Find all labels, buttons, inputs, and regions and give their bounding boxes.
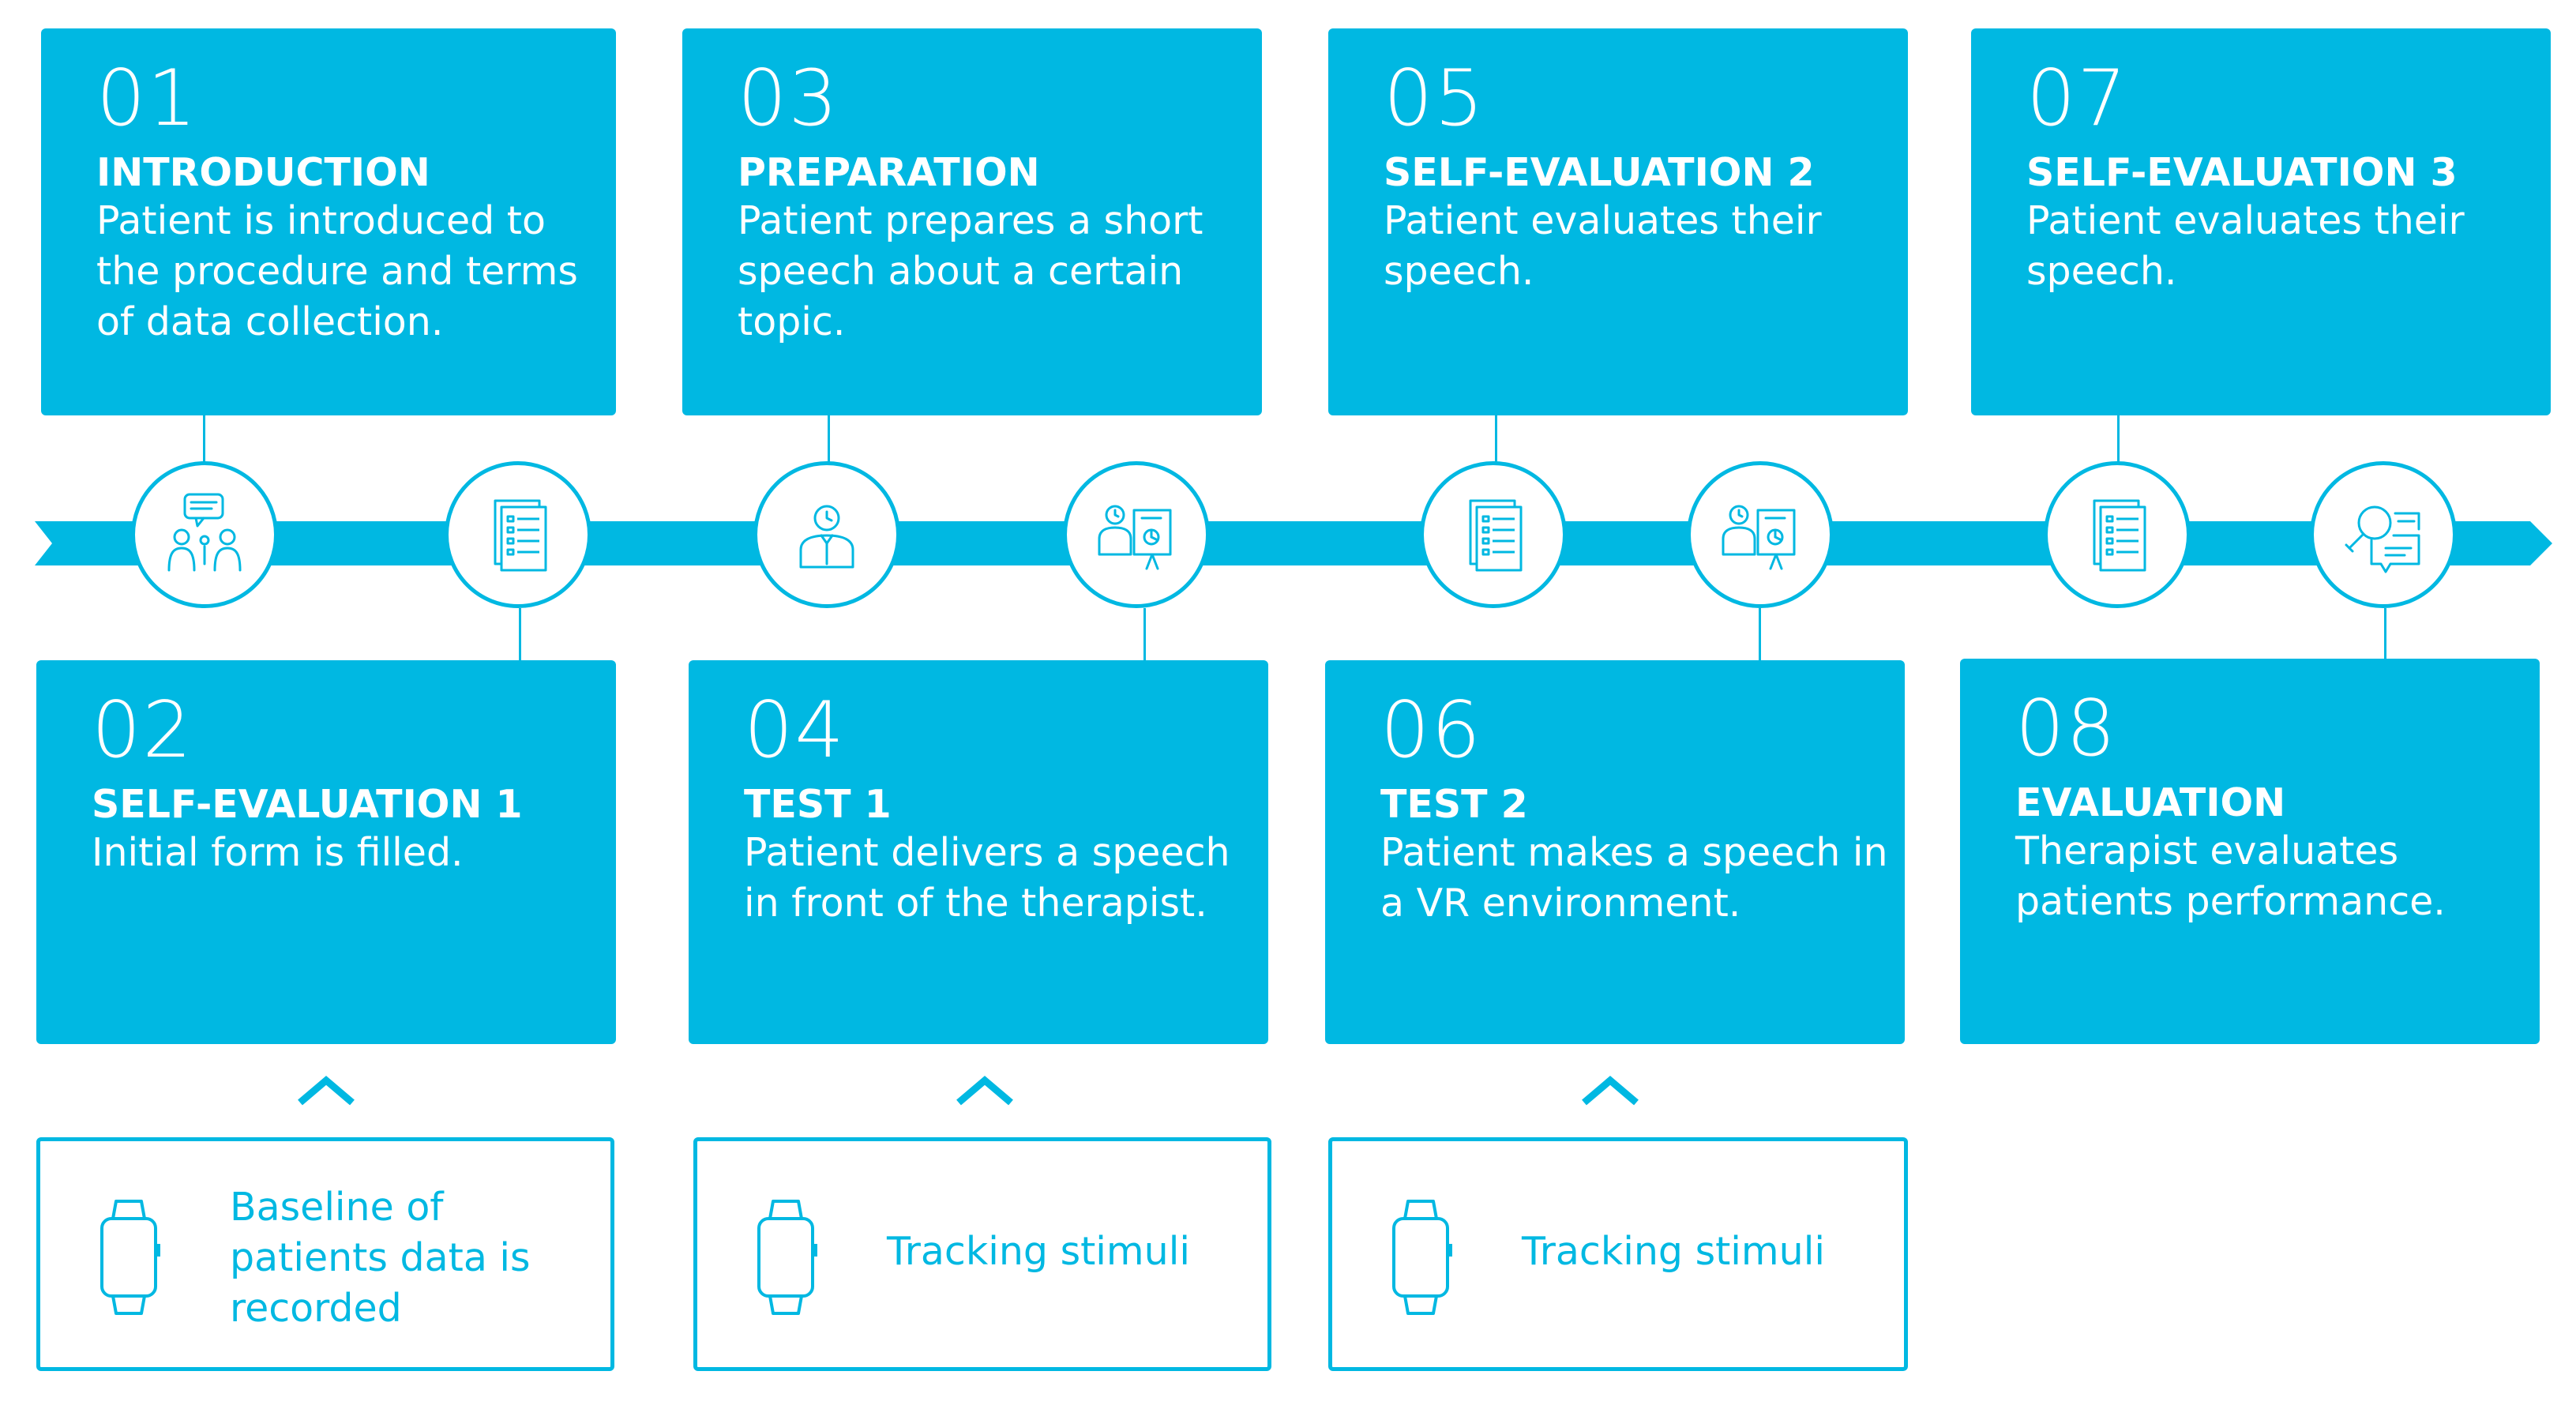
stimulus-text: Baseline of patients data is recorded xyxy=(230,1185,531,1331)
presentation-icon xyxy=(1687,461,1834,608)
connector-line xyxy=(2117,415,2120,464)
chevron-up-icon xyxy=(298,1076,355,1106)
stimulus-box-baseline: Baseline of patients data is recorded xyxy=(36,1137,614,1371)
step-title: SELF-EVALUATION 1 xyxy=(92,782,523,827)
chevron-up-icon xyxy=(1582,1076,1639,1106)
connector-line xyxy=(2384,608,2386,659)
connector-line xyxy=(1143,608,1146,660)
step-number: 05 xyxy=(1384,54,1485,144)
step-card-04: 04 TEST 1 Patient delivers a speech in f… xyxy=(689,660,1268,1044)
step-title: PREPARATION xyxy=(738,150,1040,195)
step-number: 06 xyxy=(1380,686,1482,776)
stimulus-text: Tracking stimuli xyxy=(887,1229,1190,1274)
step-number: 01 xyxy=(96,54,198,144)
step-card-08: 08 EVALUATION Therapist evaluates patien… xyxy=(1960,659,2540,1044)
step-title: INTRODUCTION xyxy=(96,150,430,195)
stimulus-box-test2: Tracking stimuli xyxy=(1328,1137,1908,1371)
smartwatch-icon xyxy=(1392,1200,1452,1315)
connector-line xyxy=(1495,415,1497,464)
step-description: Patient makes a speech in a VR environme… xyxy=(1380,830,1888,926)
form-checklist-icon xyxy=(445,461,591,608)
step-number: 07 xyxy=(2026,54,2128,144)
presentation-icon xyxy=(1063,461,1210,608)
search-feedback-icon xyxy=(2310,461,2457,608)
step-number: 04 xyxy=(744,686,846,776)
form-checklist-icon xyxy=(2044,461,2191,608)
step-card-06: 06 TEST 2 Patient makes a speech in a VR… xyxy=(1325,660,1905,1044)
smartwatch-icon xyxy=(100,1200,160,1315)
step-description: Initial form is filled. xyxy=(92,830,464,875)
step-title: SELF-EVALUATION 2 xyxy=(1384,150,1815,195)
conversation-icon xyxy=(131,461,278,608)
step-description: Patient delivers a speech in front of th… xyxy=(744,830,1230,926)
connector-line xyxy=(203,415,205,464)
step-description: Therapist evaluates patients performance… xyxy=(2015,828,2446,924)
step-title: SELF-EVALUATION 3 xyxy=(2026,150,2458,195)
connector-line xyxy=(1759,608,1761,660)
step-title: TEST 1 xyxy=(744,782,892,827)
step-number: 08 xyxy=(2015,684,2117,774)
speaker-person-icon xyxy=(753,461,900,608)
step-description: Patient evaluates their speech. xyxy=(1384,198,1822,294)
step-description: Patient is introduced to the procedure a… xyxy=(96,198,578,344)
chevron-up-icon xyxy=(956,1076,1013,1106)
step-card-03: 03 PREPARATION Patient prepares a short … xyxy=(682,28,1262,415)
step-description: Patient evaluates their speech. xyxy=(2026,198,2465,294)
connector-line xyxy=(519,608,521,660)
stimulus-text: Tracking stimuli xyxy=(1522,1229,1825,1274)
step-card-05: 05 SELF-EVALUATION 2 Patient evaluates t… xyxy=(1328,28,1908,415)
step-number: 03 xyxy=(738,54,839,144)
step-number: 02 xyxy=(92,686,193,776)
step-title: EVALUATION xyxy=(2015,780,2286,825)
step-card-02: 02 SELF-EVALUATION 1 Initial form is fil… xyxy=(36,660,616,1044)
step-card-01: 01 INTRODUCTION Patient is introduced to… xyxy=(41,28,616,415)
connector-line xyxy=(828,415,830,464)
form-checklist-icon xyxy=(1420,461,1567,608)
stimulus-box-test1: Tracking stimuli xyxy=(693,1137,1271,1371)
step-description: Patient prepares a short speech about a … xyxy=(738,198,1204,344)
smartwatch-icon xyxy=(757,1200,817,1315)
step-card-07: 07 SELF-EVALUATION 3 Patient evaluates t… xyxy=(1971,28,2551,415)
step-title: TEST 2 xyxy=(1380,782,1528,827)
